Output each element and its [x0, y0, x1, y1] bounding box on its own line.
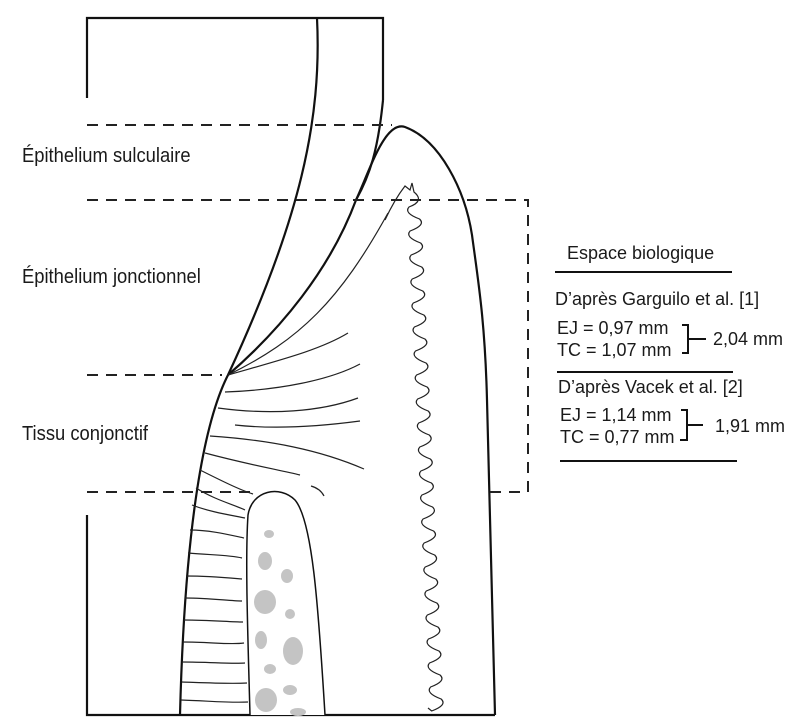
connective-fibers: [180, 212, 389, 703]
root-frame: [85, 515, 495, 717]
study2-total: 1,91 mm: [715, 416, 785, 436]
junctional-epithelium-line: [227, 199, 358, 376]
study1-bracket: [682, 324, 706, 354]
zone-dashes: [87, 124, 529, 493]
label-sulcular-epithelium: Épithelium sulculaire: [22, 145, 191, 167]
study2-bracket: [680, 409, 703, 441]
study2-title: D’après Vacek et al. [2]: [558, 377, 743, 397]
study1-tc: TC = 1,07 mm: [557, 340, 672, 360]
crown-frame: [85, 16, 385, 100]
epithelial-rete-ridges: [384, 182, 444, 712]
gingiva-outline: [355, 125, 497, 716]
alveolar-bone: [245, 490, 326, 716]
study1-ej: EJ = 0,97 mm: [557, 318, 669, 338]
bone-marrow-spaces: [254, 530, 306, 716]
study1-total: 2,04 mm: [713, 329, 783, 349]
label-connective-tissue: Tissu conjonctif: [22, 423, 149, 445]
study1-title: D’après Garguilo et al. [1]: [555, 289, 759, 309]
legend-title: Espace biologique: [567, 243, 714, 263]
study2-tc: TC = 0,77 mm: [560, 427, 675, 447]
biologic-width-legend: Espace biologique D’après Garguilo et al…: [555, 243, 785, 462]
label-junctional-epithelium: Épithelium jonctionnel: [22, 266, 201, 288]
study2-ej: EJ = 1,14 mm: [560, 405, 672, 425]
